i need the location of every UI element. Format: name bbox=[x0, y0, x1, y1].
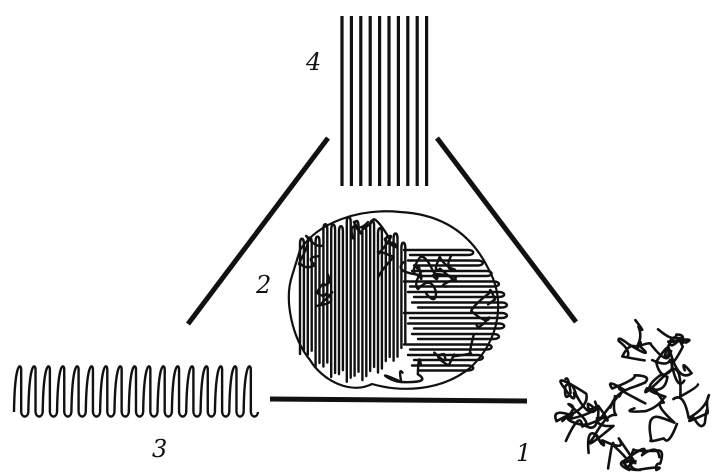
state-label-3: 3 bbox=[152, 437, 167, 461]
globule-vertical-fold bbox=[362, 226, 366, 380]
globule-vertical-fold bbox=[370, 221, 374, 371]
globule-horizontal-fold bbox=[412, 334, 499, 339]
state-label-4: 4 bbox=[306, 50, 321, 74]
globule-horizontal-fold bbox=[404, 313, 507, 318]
random-coil-strand bbox=[608, 443, 659, 470]
state-label-1: 1 bbox=[516, 441, 531, 465]
edge-3-to-1 bbox=[270, 399, 527, 401]
globule-vertical-fold bbox=[401, 243, 405, 348]
globule-vertical-fold bbox=[394, 233, 398, 360]
random-coil-strand bbox=[610, 375, 647, 407]
random-coil-strand bbox=[673, 395, 709, 426]
globule-vertical-fold bbox=[347, 217, 351, 382]
globule-horizontal-fold bbox=[404, 250, 473, 255]
globule-horizontal-fold bbox=[412, 366, 473, 371]
random-coil-globule bbox=[555, 320, 709, 470]
globule-horizontal-fold bbox=[404, 282, 499, 287]
globule-horizontal-fold bbox=[404, 345, 492, 350]
globule-vertical-fold bbox=[355, 221, 359, 376]
random-coil-strand bbox=[665, 338, 690, 358]
globule-vertical-fold bbox=[308, 237, 312, 354]
extended-chain-bundle bbox=[342, 16, 427, 186]
globule-horizontal-fold bbox=[412, 303, 507, 308]
globule-tangle bbox=[385, 359, 422, 382]
globule-horizontal-fold bbox=[408, 324, 504, 329]
folded-chain-zigzag bbox=[14, 366, 258, 416]
state-label-2: 2 bbox=[256, 273, 271, 297]
random-coil-strand bbox=[619, 339, 646, 361]
partially-ordered-globule bbox=[289, 211, 507, 388]
globule-vertical-fold bbox=[339, 226, 343, 374]
